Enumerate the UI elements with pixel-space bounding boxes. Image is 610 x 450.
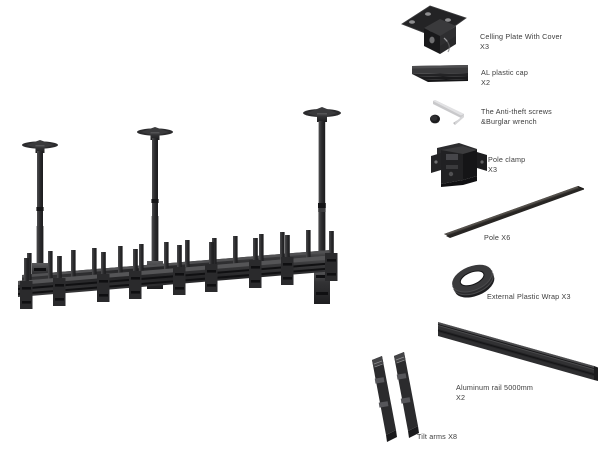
aluminum-rail-icon bbox=[436, 312, 608, 384]
external-plastic-wrap-icon bbox=[448, 262, 500, 304]
aluminum-rail-label: Aluminum rail 5000mm X2 bbox=[456, 383, 534, 402]
assembly-tilt-arm-posts-back bbox=[27, 230, 311, 283]
al-plastic-cap-label: AL plastic cap X2 bbox=[481, 68, 528, 87]
pole-clamp-label: Pole clamp X3 bbox=[488, 155, 526, 174]
pole-label: Pole X6 bbox=[484, 233, 511, 242]
main-assembly-illustration bbox=[0, 95, 370, 355]
pole-clamp-icon bbox=[427, 140, 489, 188]
anti-theft-screws-label: The Anti-theft screws &Burglar wrench bbox=[481, 107, 552, 126]
anti-theft-screw-and-wrench-icon bbox=[424, 98, 476, 128]
pole-icon bbox=[440, 182, 590, 244]
assembly-ceiling-plate-1 bbox=[22, 140, 58, 266]
al-plastic-cap-icon bbox=[410, 62, 475, 84]
external-plastic-wrap-label: External Plastic Wrap X3 bbox=[487, 292, 571, 301]
tilt-arms-icon bbox=[366, 352, 428, 444]
assembly-ceiling-plate-2 bbox=[137, 127, 173, 264]
tilt-arm-right bbox=[394, 352, 419, 438]
ceiling-plate-label: Celling Plate With Cover X3 bbox=[480, 32, 563, 51]
ceiling-plate-with-cover-icon bbox=[396, 2, 474, 58]
tilt-arms-label: Tilt arms X8 bbox=[417, 432, 458, 441]
assembly-tilt-arm-brackets-front bbox=[20, 231, 338, 309]
tilt-arm-left bbox=[372, 356, 397, 442]
